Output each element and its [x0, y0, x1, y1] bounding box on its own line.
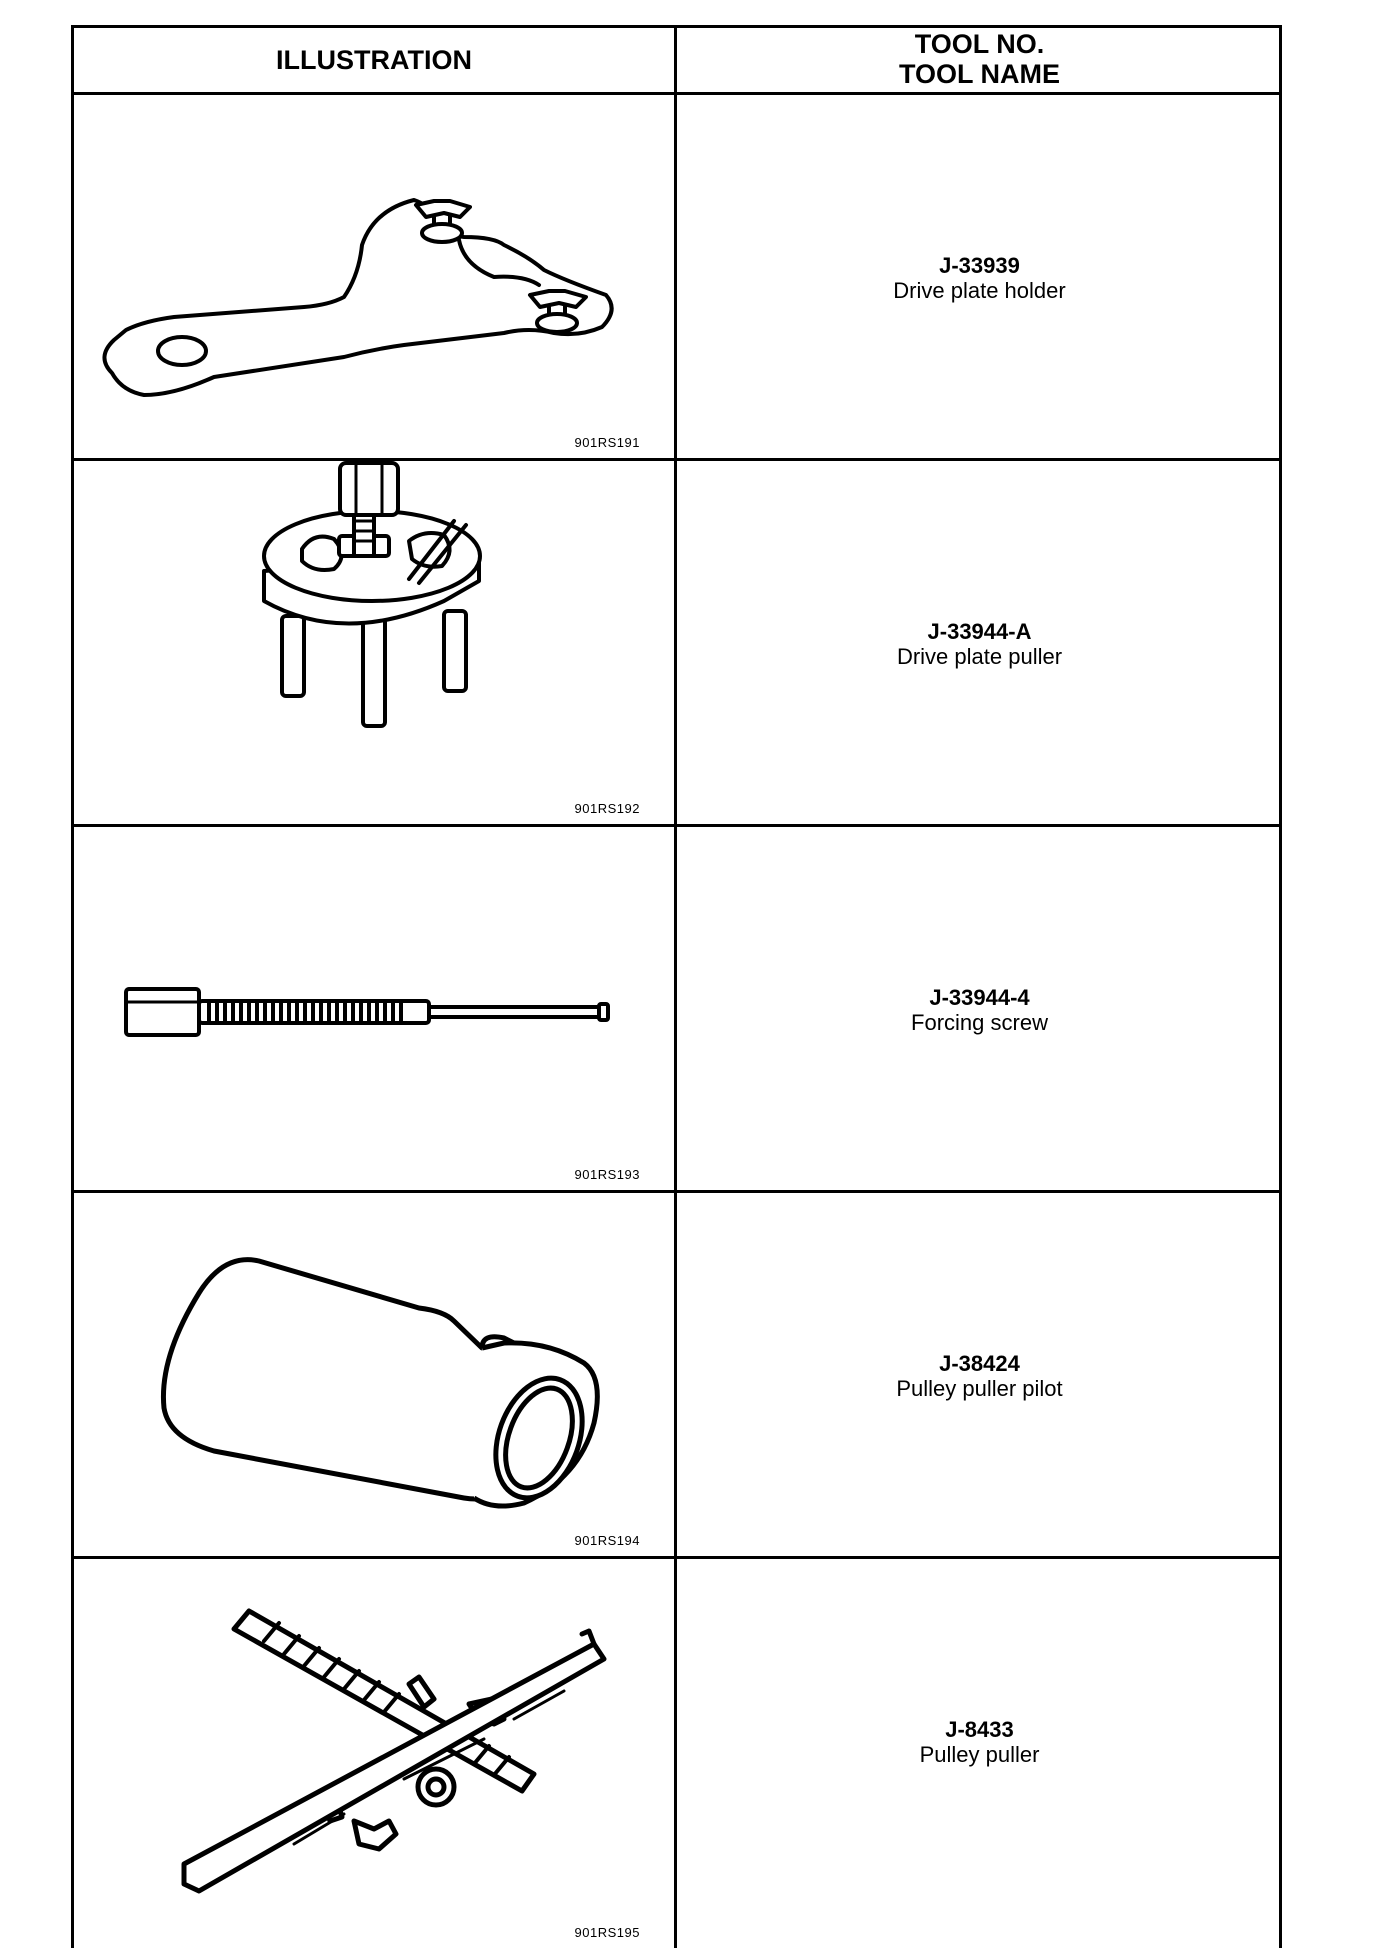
tool-name: Pulley puller	[919, 1742, 1040, 1767]
tool-number: J-8433	[945, 1717, 1014, 1742]
drive-plate-puller-icon	[262, 461, 482, 728]
illustration-ref: 901RS194	[574, 1533, 640, 1548]
illustration-cell: 901RS193	[74, 827, 674, 1190]
row-divider	[71, 1556, 1282, 1559]
row-divider	[71, 824, 1282, 827]
pulley-puller-pilot-icon	[160, 1257, 600, 1509]
illustration-ref: 901RS191	[574, 435, 640, 450]
table-border-left	[71, 25, 74, 1948]
illustration-ref: 901RS193	[574, 1167, 640, 1182]
column-divider	[674, 25, 677, 1948]
tool-name: Drive plate puller	[896, 644, 1063, 669]
tool-name: Pulley puller pilot	[896, 1376, 1063, 1401]
tool-info: J-38424 Pulley puller pilot	[677, 1351, 1282, 1401]
header-divider	[71, 92, 1282, 95]
illustration-cell: 901RS191	[74, 95, 674, 458]
tool-number: J-33939	[939, 253, 1020, 278]
illustration-ref: 901RS195	[574, 1925, 640, 1940]
header-tool-name: TOOL NAME	[898, 59, 1060, 89]
tool-info: J-33944-A Drive plate puller	[677, 619, 1282, 669]
tool-name: Drive plate holder	[893, 278, 1066, 303]
illustration-cell: 901RS194	[74, 1193, 674, 1556]
tool-number: J-33944-4	[929, 985, 1030, 1010]
tool-info: J-8433 Pulley puller	[677, 1717, 1282, 1767]
table-border-right	[1279, 25, 1282, 1948]
drive-plate-holder-icon	[102, 198, 614, 397]
pulley-puller-icon	[181, 1608, 607, 1894]
illustration-ref: 901RS192	[574, 801, 640, 816]
tool-info: J-33939 Drive plate holder	[677, 253, 1282, 303]
illustration-cell: 901RS192	[74, 461, 674, 824]
tool-info: J-33944-4 Forcing screw	[677, 985, 1282, 1035]
tool-number: J-33944-A	[927, 619, 1032, 644]
header-tool-info: TOOL NO. TOOL NAME	[677, 29, 1282, 89]
header-tool-no: TOOL NO.	[914, 29, 1045, 59]
illustration-cell: 901RS195	[74, 1559, 674, 1948]
tool-table: ILLUSTRATION TOOL NO. TOOL NAME 901RS191…	[71, 25, 1282, 1948]
row-divider	[71, 458, 1282, 461]
tool-number: J-38424	[939, 1351, 1020, 1376]
row-divider	[71, 1190, 1282, 1193]
header-illustration: ILLUSTRATION	[276, 45, 472, 75]
table-border-top	[71, 25, 1282, 28]
forcing-screw-icon	[124, 987, 610, 1037]
tool-name: Forcing screw	[911, 1010, 1048, 1035]
